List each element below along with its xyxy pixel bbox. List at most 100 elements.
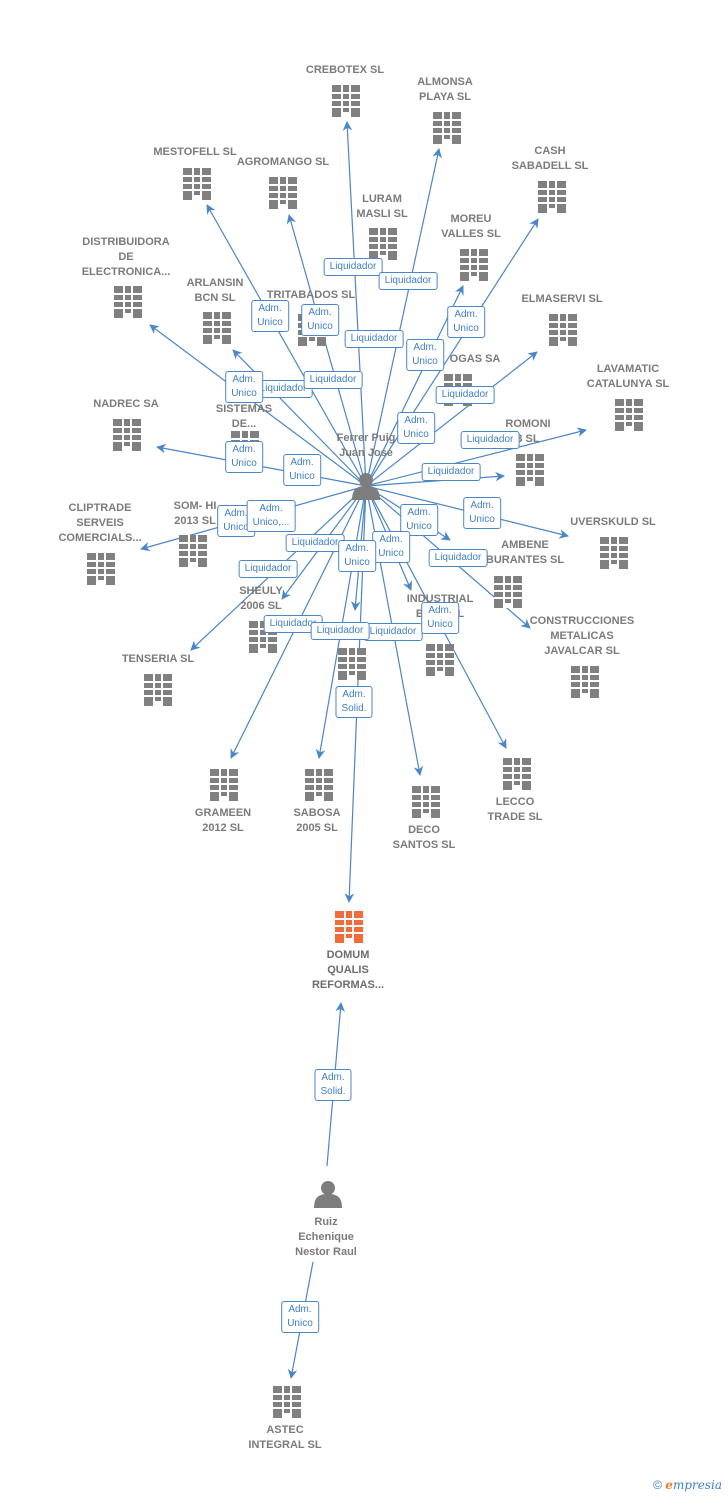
role-label[interactable]: Liquidador (323, 258, 383, 276)
building-icon-som[interactable] (179, 535, 207, 567)
role-label[interactable]: Adm.Solid. (314, 1069, 352, 1101)
role-label[interactable]: Adm.Unico (251, 300, 289, 332)
brand-logo[interactable]: empresia (665, 1478, 722, 1492)
role-label[interactable]: Liquidador (344, 330, 404, 348)
node-label-tritabados[interactable]: TRITABADOS SL (267, 288, 355, 303)
role-label[interactable]: Adm.Unico (372, 531, 410, 563)
building-icon-hidden[interactable] (338, 648, 366, 680)
building-icon-nadrec[interactable] (113, 419, 141, 451)
role-label[interactable]: Adm.Unico,... (246, 500, 296, 532)
building-icon-deco[interactable] (412, 786, 440, 818)
building-icon-grameen[interactable] (210, 769, 238, 801)
role-label[interactable]: Liquidador (310, 622, 370, 640)
building-icon-lavamatic[interactable] (615, 399, 643, 431)
role-label[interactable]: Adm.Unico (338, 540, 376, 572)
role-label-line: Unico (307, 321, 333, 332)
building-icon-sabosa[interactable] (305, 769, 333, 801)
role-label[interactable]: Adm.Unico (406, 339, 444, 371)
role-label[interactable]: Liquidador (238, 560, 298, 578)
role-label[interactable]: Liquidador (460, 431, 520, 449)
role-label-line: Liquidador (316, 625, 364, 636)
building-icon-mestofell[interactable] (183, 168, 211, 200)
building-icon-distribuidora[interactable] (114, 286, 142, 318)
role-label-line: Liquidador (369, 626, 417, 637)
node-label-uverskuld[interactable]: UVERSKULD SL (570, 515, 656, 530)
role-label-line: Adm. (345, 543, 369, 554)
building-icon-luram[interactable] (369, 228, 397, 260)
role-label[interactable]: Adm. Unico (400, 504, 438, 536)
focus-building-icon-domum[interactable] (335, 911, 363, 943)
node-label-elmaservi[interactable]: ELMASERVI SL (521, 292, 602, 307)
node-label-line: SOM- HI (173, 500, 217, 512)
node-label-tenseria[interactable]: TENSERIA SL (122, 652, 194, 667)
building-icon-crebotex[interactable] (332, 85, 360, 117)
building-icon-ambene[interactable] (494, 576, 522, 608)
node-label-agromango[interactable]: AGROMANGO SL (237, 155, 329, 170)
role-label[interactable]: Adm.Unico (421, 602, 459, 634)
role-label[interactable]: Liquidador (285, 534, 345, 552)
building-icon-construcciones[interactable] (571, 666, 599, 698)
copyright-symbol: © (653, 1478, 662, 1492)
node-label-ogas[interactable]: OGAS SA (450, 352, 501, 367)
role-label[interactable]: Liquidador (428, 549, 488, 567)
role-label[interactable]: Liquidador (363, 623, 423, 641)
building-icon-arlansin[interactable] (203, 312, 231, 344)
building-icon-industrial[interactable] (426, 644, 454, 676)
role-label[interactable]: Liquidador (303, 371, 363, 389)
role-label-line: Unico (406, 521, 432, 532)
node-label-nadrec[interactable]: NADREC SA (93, 397, 158, 412)
role-label-line: Adm. (407, 507, 431, 518)
role-label[interactable]: Adm.Unico (281, 1301, 319, 1333)
role-label[interactable]: Liquidador (435, 386, 495, 404)
node-label-crebotex[interactable]: CREBOTEX SL (306, 63, 384, 78)
person-icon-ruiz[interactable] (314, 1181, 342, 1208)
building-icon-agromango[interactable] (269, 177, 297, 209)
role-label[interactable]: Adm.Unico (301, 304, 339, 336)
role-label[interactable]: Adm.Unico (397, 412, 435, 444)
role-label[interactable]: Adm.Solid. (335, 686, 373, 718)
role-label[interactable]: Liquidador (378, 272, 438, 290)
building-icon-cash[interactable] (538, 181, 566, 213)
building-icon-almonsa[interactable] (433, 112, 461, 144)
person-icon-ferrer[interactable] (352, 473, 380, 500)
role-label[interactable]: Adm.Unico (463, 497, 501, 529)
node-icons (87, 85, 643, 1418)
building-icon-tenseria[interactable] (144, 674, 172, 706)
role-label[interactable]: Adm.Unico (225, 371, 263, 403)
role-label[interactable]: Adm.Unico (225, 441, 263, 473)
node-label-mestofell[interactable]: MESTOFELL SL (153, 145, 236, 160)
role-label[interactable]: Liquidador (421, 463, 481, 481)
building-icon-romoni[interactable] (516, 454, 544, 486)
building-icon-astec[interactable] (273, 1386, 301, 1418)
role-label[interactable]: Adm.Unico (283, 454, 321, 486)
building-icon-elmaservi[interactable] (549, 314, 577, 346)
building-icon-uverskuld[interactable] (600, 537, 628, 569)
role-label-line: Unico (231, 458, 257, 469)
building-icon-cliptrade[interactable] (87, 553, 115, 585)
building-icon-lecco[interactable] (503, 758, 531, 790)
building-icon-moreu[interactable] (460, 249, 488, 281)
role-label[interactable]: Adm.Unico (447, 306, 485, 338)
